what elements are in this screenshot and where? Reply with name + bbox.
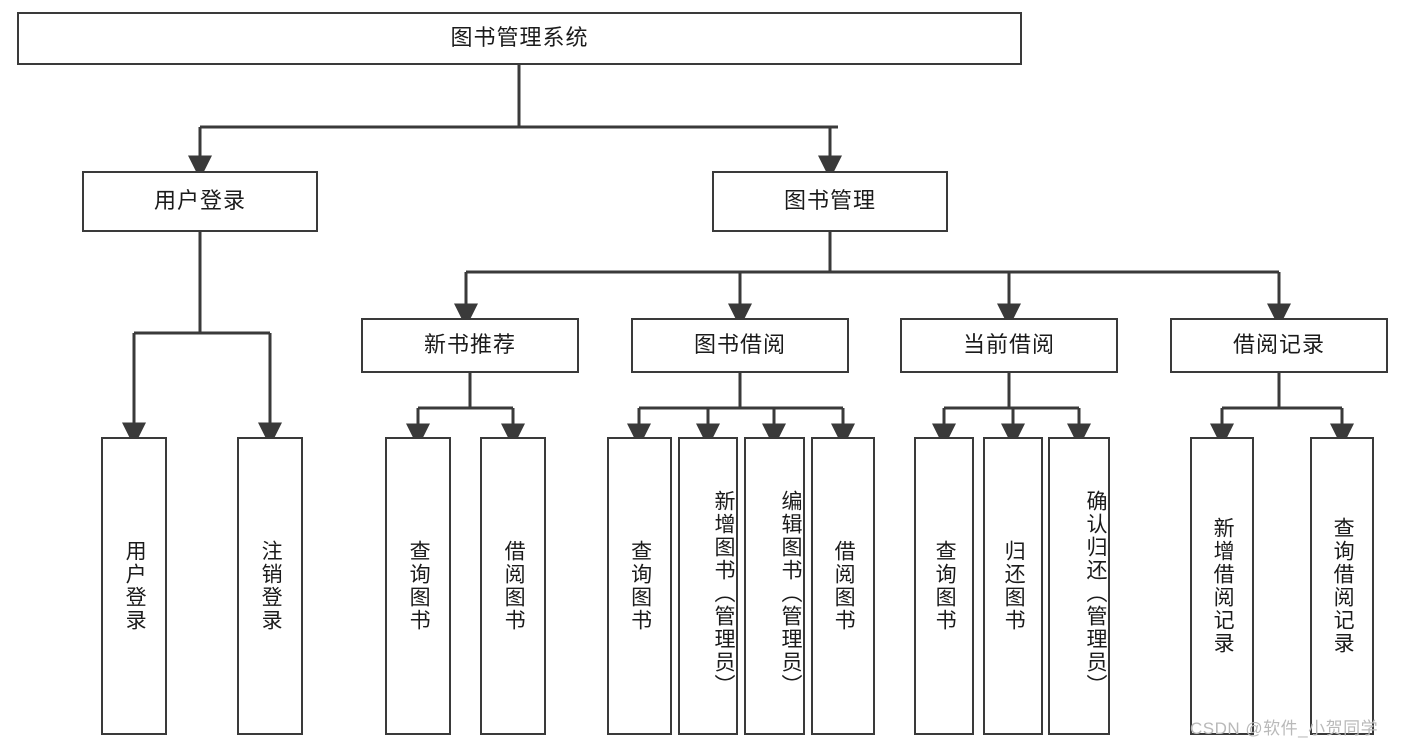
- node-root[interactable]: 图书管理系统: [17, 12, 1022, 65]
- node-level3-1[interactable]: 图书借阅: [631, 318, 849, 373]
- node-level3-0[interactable]: 新书推荐: [361, 318, 579, 373]
- node-leaf-6[interactable]: 编辑图书（管理员）: [744, 437, 805, 735]
- node-leaf-11[interactable]: 新增借阅记录: [1190, 437, 1254, 735]
- node-leaf-0[interactable]: 用户登录: [101, 437, 167, 735]
- node-leaf-12[interactable]: 查询借阅记录: [1310, 437, 1374, 735]
- node-level2-0[interactable]: 用户登录: [82, 171, 318, 232]
- node-leaf-9[interactable]: 归还图书: [983, 437, 1043, 735]
- csdn-watermark: CSDN @软件_小贺同学: [1190, 719, 1379, 738]
- node-leaf-7[interactable]: 借阅图书: [811, 437, 875, 735]
- node-leaf-4[interactable]: 查询图书: [607, 437, 672, 735]
- node-level3-3[interactable]: 借阅记录: [1170, 318, 1388, 373]
- node-leaf-3[interactable]: 借阅图书: [480, 437, 546, 735]
- node-leaf-5[interactable]: 新增图书（管理员）: [678, 437, 738, 735]
- node-leaf-1[interactable]: 注销登录: [237, 437, 303, 735]
- node-level2-1[interactable]: 图书管理: [712, 171, 948, 232]
- node-leaf-10[interactable]: 确认归还（管理员）: [1048, 437, 1110, 735]
- node-leaf-8[interactable]: 查询图书: [914, 437, 974, 735]
- node-level3-2[interactable]: 当前借阅: [900, 318, 1118, 373]
- node-leaf-2[interactable]: 查询图书: [385, 437, 451, 735]
